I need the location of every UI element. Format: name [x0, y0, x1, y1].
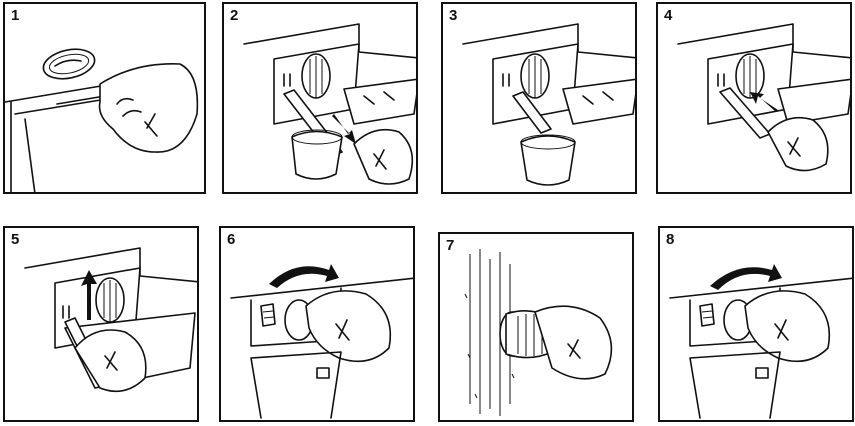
step-1-number: 1 — [11, 7, 20, 24]
step-6-panel: 6 — [219, 226, 415, 422]
drain-hose-into-bowl-icon — [243, 23, 416, 185]
step-3-panel: 3 — [441, 2, 637, 194]
step-8-panel: 8 — [658, 226, 854, 422]
step-4-number: 4 — [664, 7, 673, 24]
step-8-number: 8 — [666, 231, 675, 248]
water-draining-icon — [462, 23, 635, 186]
step-3-number: 3 — [449, 7, 458, 24]
step-2-panel: 2 — [222, 2, 418, 194]
step-1-panel: 1 — [3, 2, 206, 194]
rinse-filter-icon — [464, 249, 613, 416]
step-5-panel: 5 — [3, 226, 199, 422]
lift-hose-icon — [24, 247, 197, 393]
unscrew-filter-icon — [230, 264, 413, 419]
screw-filter-icon — [669, 264, 852, 419]
step-6-number: 6 — [227, 231, 236, 248]
step-2-number: 2 — [230, 7, 239, 24]
step-7-panel: 7 — [438, 232, 634, 422]
step-4-panel: 4 — [656, 2, 852, 194]
pry-open-cover-icon — [5, 48, 199, 192]
step-7-number: 7 — [446, 237, 455, 254]
step-5-number: 5 — [11, 231, 20, 248]
push-hose-back-icon — [677, 23, 850, 172]
